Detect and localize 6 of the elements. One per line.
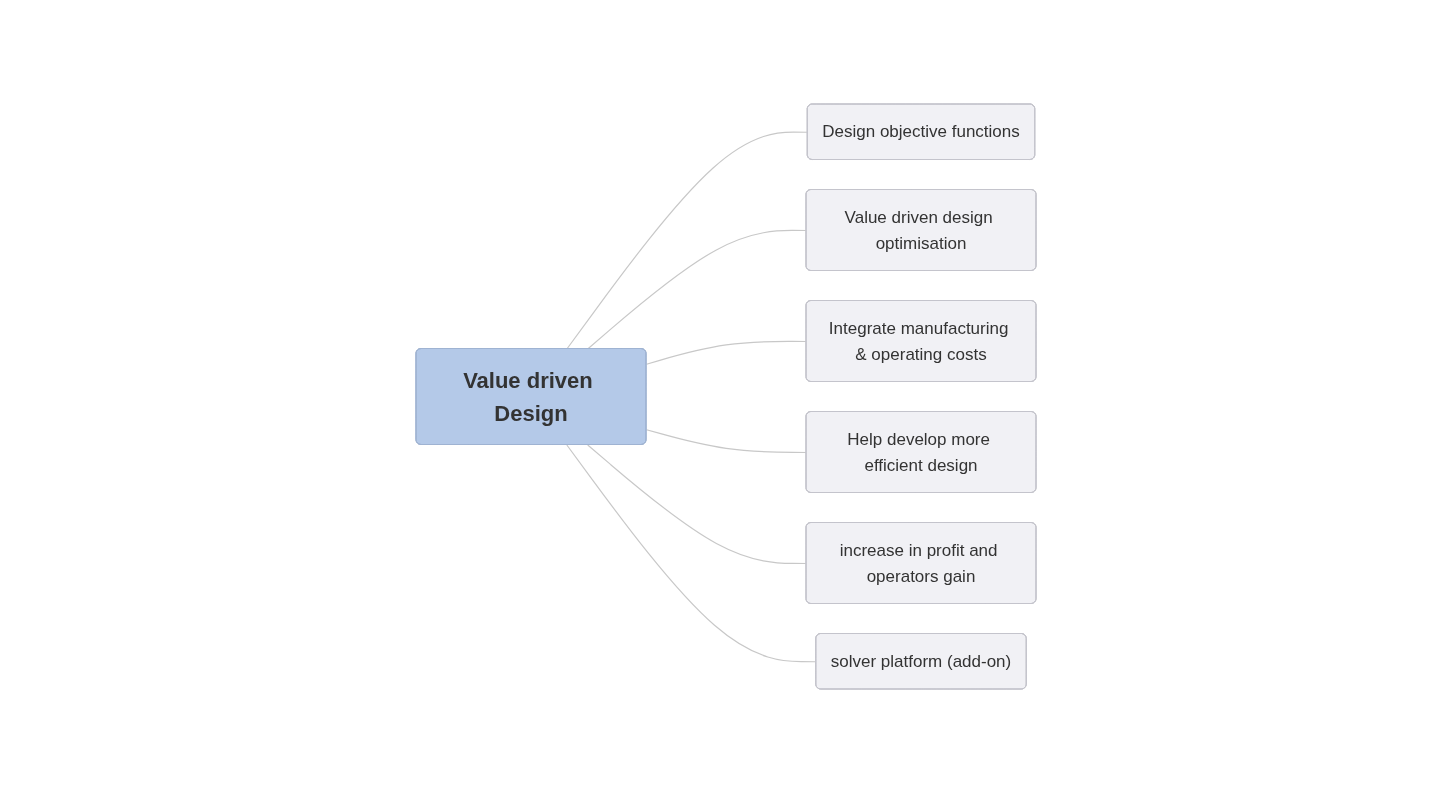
connector xyxy=(586,229,807,350)
connector xyxy=(565,131,808,350)
connector xyxy=(586,444,807,565)
connector xyxy=(645,340,807,365)
connector xyxy=(645,429,807,454)
connector xyxy=(565,444,817,663)
